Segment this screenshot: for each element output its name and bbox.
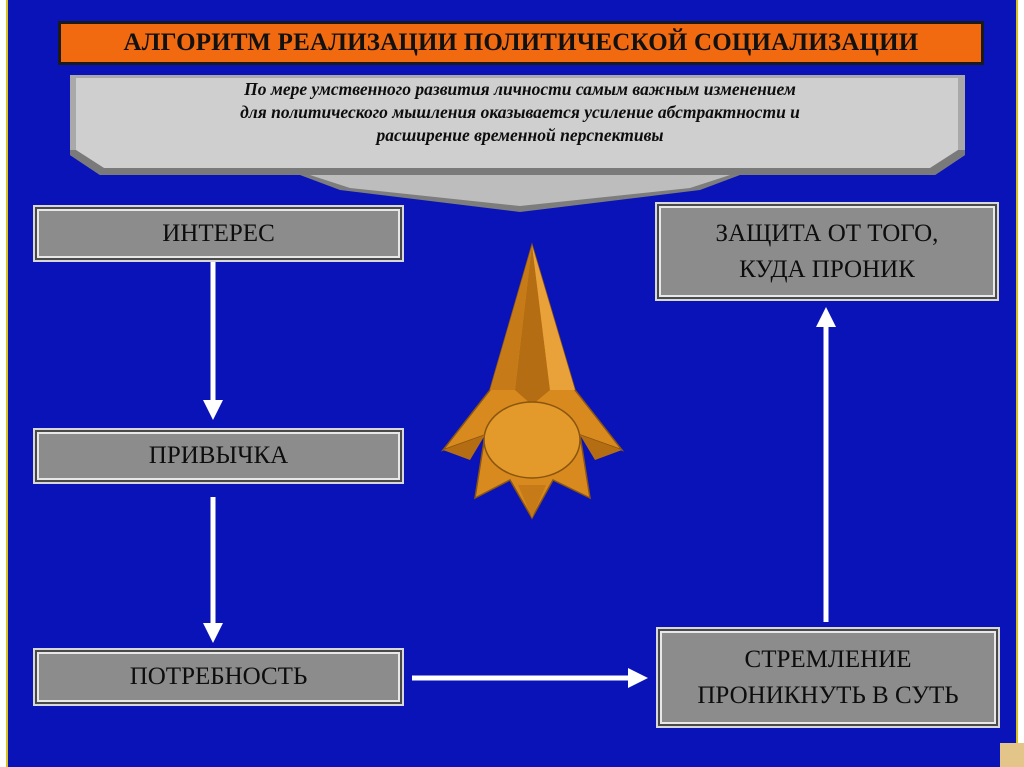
arrow-need-to-striving <box>412 668 648 688</box>
box-need: ПОТРЕБНОСТЬ <box>33 648 404 706</box>
box-striving: СТРЕМЛЕНИЕ ПРОНИКНУТЬ В СУТЬ <box>656 627 1000 728</box>
banner-line: По мере умственного развития личности са… <box>244 79 796 99</box>
arrow-habit-to-need <box>203 497 223 643</box>
arrow-striving-to-protection <box>816 307 836 622</box>
arrow-interest-to-habit <box>203 262 223 420</box>
box-interest: ИНТЕРЕС <box>33 205 404 262</box>
box-label: ИНТЕРЕС <box>162 219 275 247</box>
box-habit: ПРИВЫЧКА <box>33 428 404 484</box>
banner-text: По мере умственного развития личности са… <box>95 78 945 147</box>
box-label: ПРИВЫЧКА <box>148 442 289 469</box>
slide-title: АЛГОРИТМ РЕАЛИЗАЦИИ ПОЛИТИЧЕСКОЙ СОЦИАЛИ… <box>58 21 984 65</box>
corner-decoration <box>1000 743 1024 767</box>
box-label: ЗАЩИТА ОТ ТОГО, <box>715 219 939 247</box>
box-protection: ЗАЩИТА ОТ ТОГО, КУДА ПРОНИК <box>655 202 999 301</box>
banner-line: расширение временной перспективы <box>376 125 664 145</box>
box-label: КУДА ПРОНИК <box>739 255 915 283</box>
box-label: СТРЕМЛЕНИЕ <box>744 645 912 673</box>
box-label: ПОТРЕБНОСТЬ <box>129 663 308 690</box>
box-label: ПРОНИКНУТЬ В СУТЬ <box>697 681 959 709</box>
banner-line: для политического мышления оказывается у… <box>240 102 800 122</box>
